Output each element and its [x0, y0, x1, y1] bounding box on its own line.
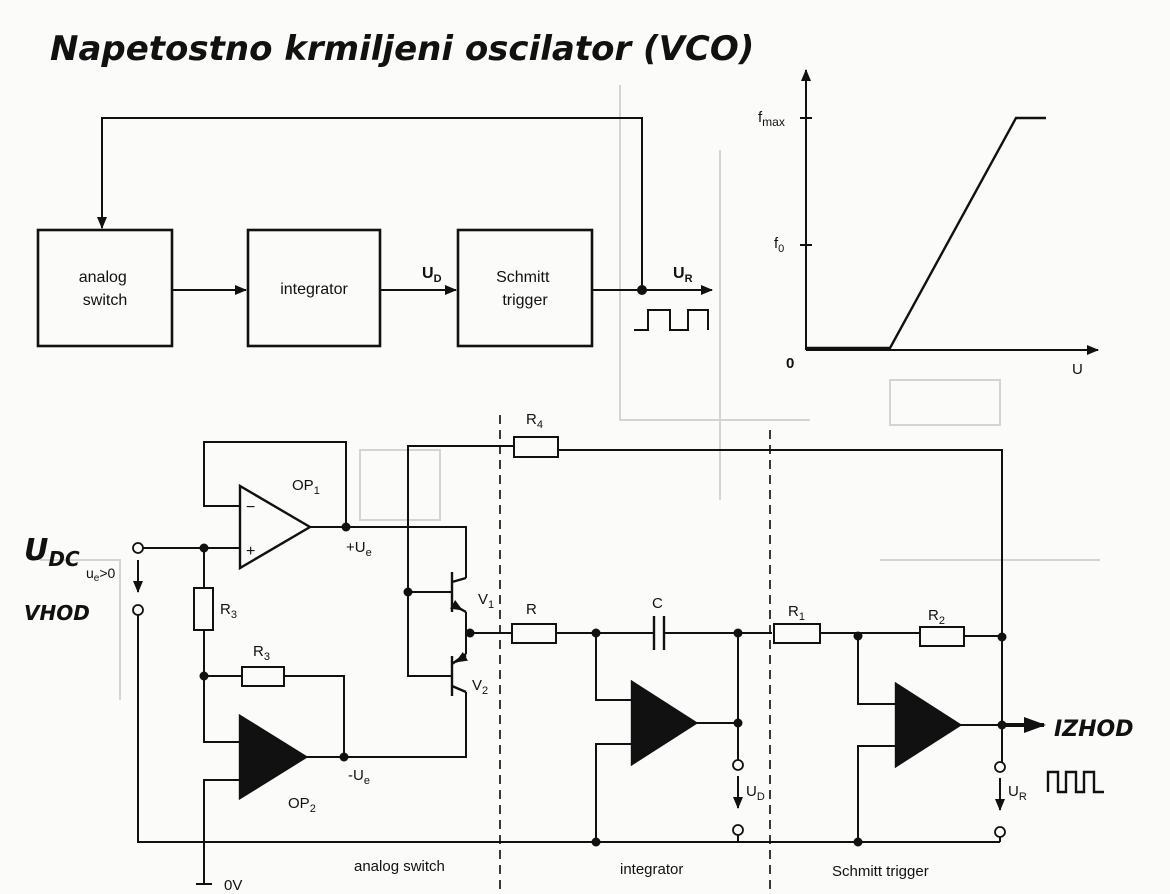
r3-horizontal-label: R3 — [253, 643, 270, 663]
op1-plus: + — [246, 543, 255, 560]
v1-emitter-arrow — [449, 600, 463, 611]
r-label: R — [526, 601, 537, 618]
block-diagram: analog switch integrator Schmitt trigger… — [36, 117, 713, 348]
op2-minus: − — [246, 729, 255, 746]
input-label-vdc: UDC — [24, 533, 80, 571]
plus-ue-label: +Ue — [346, 539, 372, 559]
v1-label: V1 — [478, 591, 494, 611]
page-title: Napetostno krmiljeni oscilator (VCO) — [50, 29, 754, 69]
feedback-wire — [97, 117, 643, 290]
graph-curve — [806, 116, 1046, 350]
minus-ue-label: -Ue — [348, 767, 370, 787]
op1-follower-feedback — [203, 441, 347, 527]
ur-terminal-bottom — [994, 826, 1006, 838]
input-note-vhod: VHOD — [24, 601, 90, 625]
resistor-r3-vertical — [193, 587, 214, 631]
capacitor-c — [652, 616, 666, 650]
r1-label: R1 — [788, 603, 805, 623]
square-wave-symbol — [634, 309, 709, 331]
v2-label: V2 — [472, 677, 488, 697]
resistor-r4 — [513, 436, 559, 458]
wire-r3h-right — [284, 675, 345, 756]
frequency-voltage-graph: fmax f0 0 U — [758, 69, 1099, 378]
resistor-r2 — [919, 626, 965, 647]
op-amp-op2 — [238, 713, 309, 801]
junction-schmitt-gnd — [853, 837, 863, 847]
ur-label: UR — [1008, 783, 1027, 803]
ur-terminal-top — [994, 761, 1006, 773]
int-minus: − — [638, 695, 647, 712]
base-wire — [407, 452, 452, 677]
ground-stub — [196, 842, 212, 885]
op2-output — [306, 692, 467, 758]
r4-label: R4 — [526, 411, 543, 431]
op1-label: OP1 — [292, 477, 320, 497]
label-ud: UD — [422, 265, 442, 285]
int-output — [696, 633, 739, 724]
schmitt-minus: − — [902, 739, 911, 756]
origin-label: 0 — [786, 355, 794, 372]
ud-terminal-bottom — [732, 824, 744, 836]
op2-plus-input — [203, 779, 240, 842]
block-analog-switch — [36, 228, 174, 348]
wire-r4-to-output — [558, 449, 1003, 638]
wire-input-bottom-to-ground — [137, 615, 1000, 843]
resistor-r1 — [773, 623, 821, 644]
x-axis-label: U — [1072, 361, 1083, 378]
input-terminal-top — [132, 542, 144, 554]
op2-label: OP2 — [288, 795, 316, 815]
op1-minus: − — [246, 499, 255, 516]
op2-plus: + — [246, 772, 255, 789]
section-label-integrator: integrator — [620, 861, 683, 878]
block-integrator — [246, 228, 382, 348]
block-label-integrator: integrator — [280, 281, 348, 298]
bleed-through-background — [40, 85, 1100, 700]
c-label: C — [652, 595, 663, 612]
ud-terminal-top — [732, 759, 744, 771]
wire-r4 — [407, 445, 514, 452]
block-label-analog-switch: analog switch — [79, 269, 132, 309]
section-label-schmitt-trigger: Schmitt trigger — [832, 863, 929, 880]
r2-label: R2 — [928, 607, 945, 627]
resistor-r3-horizontal — [241, 666, 285, 687]
ud-label: UD — [746, 783, 765, 803]
int-plus-wire — [595, 743, 632, 842]
output-note-izhod: IZHOD — [1054, 717, 1134, 742]
schmitt-plus-wire — [857, 636, 896, 705]
ue-label: ue>0 — [86, 565, 116, 584]
junction-plus-ue — [341, 522, 351, 532]
schmitt-plus: + — [902, 696, 911, 713]
v2-emitter-arrow — [455, 652, 469, 663]
op-amp-op1 — [238, 483, 313, 571]
ground-label: 0V — [224, 877, 242, 894]
op-amp-integrator — [630, 679, 699, 767]
op-amp-schmitt — [894, 681, 963, 769]
op1-output — [310, 526, 467, 578]
schmitt-minus-wire — [857, 745, 896, 842]
wire-r3-bottom — [203, 630, 240, 743]
int-plus: + — [638, 737, 647, 754]
junction-minus-ue — [339, 752, 349, 762]
tick-label-f0: f0 — [774, 235, 784, 255]
section-label-analog-switch: analog switch — [354, 858, 445, 875]
int-minus-wire — [595, 633, 632, 701]
input-terminal-bottom — [132, 604, 144, 616]
r3-vertical-label: R3 — [220, 601, 237, 621]
output-square-wave — [1046, 770, 1104, 794]
junction-int-gnd — [591, 837, 601, 847]
tick-label-fmax: fmax — [758, 109, 785, 129]
vco-circuit: UDC VHOD ue>0 R3 R3 − + OP1 +Ue − + OP2 — [24, 411, 1134, 894]
resistor-r — [511, 623, 557, 644]
label-ur: UR — [673, 265, 693, 285]
schmitt-output — [960, 637, 1003, 726]
block-schmitt-trigger — [456, 228, 594, 348]
block-label-schmitt-trigger: Schmitt trigger — [496, 269, 554, 309]
